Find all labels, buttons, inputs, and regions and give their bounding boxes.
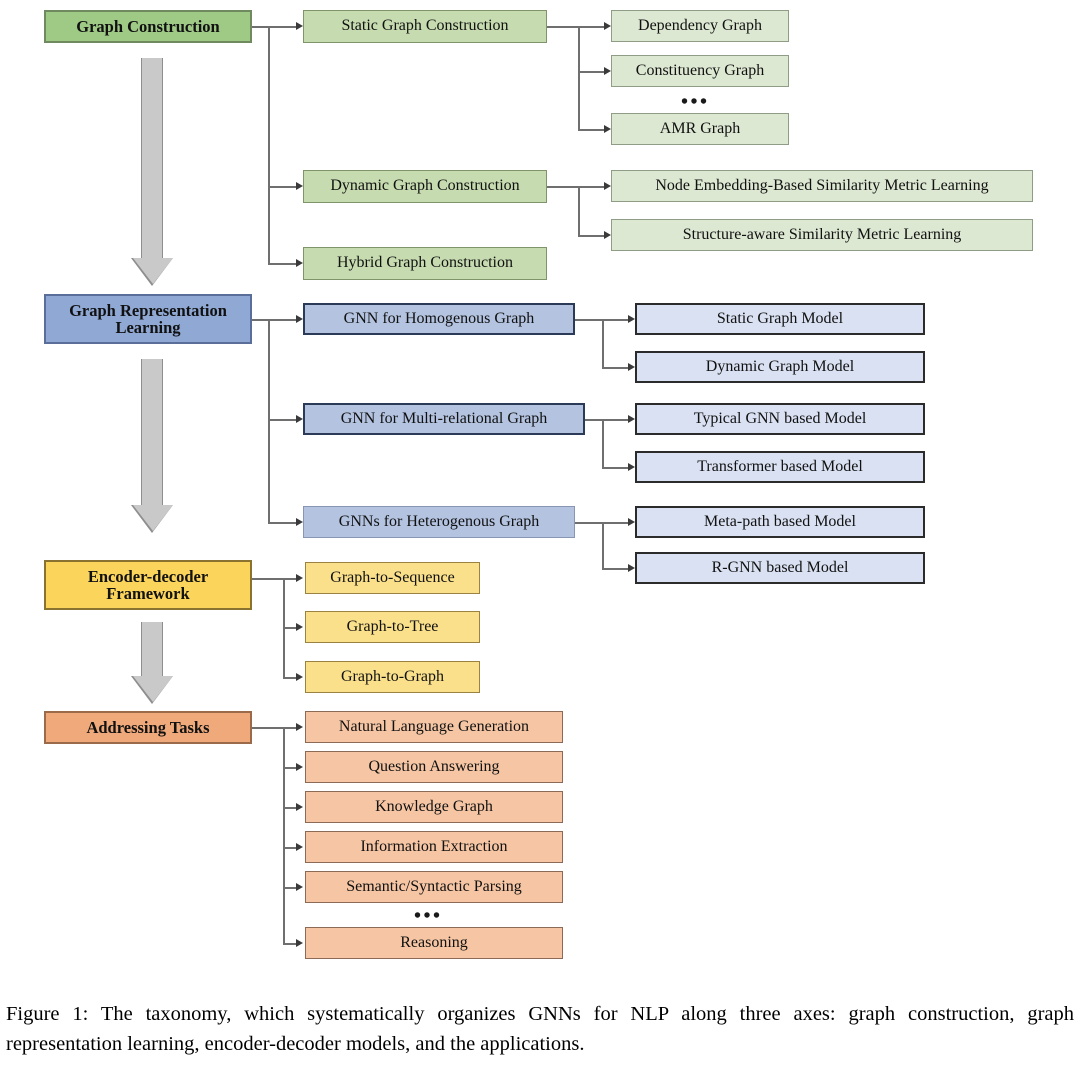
arrow-icon (296, 883, 303, 891)
connector (283, 847, 298, 849)
connector (283, 677, 298, 679)
connector (268, 319, 298, 321)
node-node-embedding-similarity[interactable]: Node Embedding-Based Similarity Metric L… (611, 170, 1033, 202)
node-typical-gnn-based-model[interactable]: Typical GNN based Model (635, 403, 925, 435)
connector (602, 319, 604, 367)
connector (578, 186, 580, 235)
arrow-icon (296, 22, 303, 30)
connector (575, 319, 603, 321)
connector (578, 235, 606, 237)
node-graph-to-graph[interactable]: Graph-to-Graph (305, 661, 480, 693)
arrow-icon (296, 259, 303, 267)
connector (578, 186, 606, 188)
connector (283, 578, 298, 580)
arrow-icon (296, 939, 303, 947)
connector (283, 767, 298, 769)
connector (578, 26, 606, 28)
node-gnns-heterogenous-graph[interactable]: GNNs for Heterogenous Graph (303, 506, 575, 538)
connector (283, 627, 298, 629)
node-dynamic-graph-model[interactable]: Dynamic Graph Model (635, 351, 925, 383)
arrow-icon (296, 415, 303, 423)
connector (602, 419, 630, 421)
connector (268, 26, 298, 28)
arrow-icon (628, 564, 635, 572)
connector (268, 186, 298, 188)
node-r-gnn-based-model[interactable]: R-GNN based Model (635, 552, 925, 584)
connector (602, 522, 630, 524)
connector (283, 943, 298, 945)
arrow-icon (628, 363, 635, 371)
node-knowledge-graph[interactable]: Knowledge Graph (305, 791, 563, 823)
connector (252, 727, 284, 729)
connector (602, 568, 630, 570)
arrow-icon (296, 803, 303, 811)
node-hybrid-graph-construction[interactable]: Hybrid Graph Construction (303, 247, 547, 280)
node-meta-path-based-model[interactable]: Meta-path based Model (635, 506, 925, 538)
node-constituency-graph[interactable]: Constituency Graph (611, 55, 789, 87)
node-structure-aware-similarity[interactable]: Structure-aware Similarity Metric Learni… (611, 219, 1033, 251)
arrow-icon (604, 182, 611, 190)
connector (602, 467, 630, 469)
node-graph-to-tree[interactable]: Graph-to-Tree (305, 611, 480, 643)
node-natural-language-generation[interactable]: Natural Language Generation (305, 711, 563, 743)
connector (268, 263, 298, 265)
arrow-icon (604, 125, 611, 133)
stage-addressing-tasks-title[interactable]: Addressing Tasks (44, 711, 252, 744)
connector (252, 578, 284, 580)
connector (283, 807, 298, 809)
ellipsis-addressing-tasks: ••• (414, 905, 443, 927)
arrow-icon (296, 673, 303, 681)
connector (602, 522, 604, 568)
connector (578, 129, 606, 131)
stage-graph-construction-title[interactable]: Graph Construction (44, 10, 252, 43)
arrow-icon (628, 463, 635, 471)
node-question-answering[interactable]: Question Answering (305, 751, 563, 783)
node-reasoning[interactable]: Reasoning (305, 927, 563, 959)
arrow-icon (296, 723, 303, 731)
node-dependency-graph[interactable]: Dependency Graph (611, 10, 789, 42)
stage-graph-representation-learning-title[interactable]: Graph Representation Learning (44, 294, 252, 344)
node-transformer-based-model[interactable]: Transformer based Model (635, 451, 925, 483)
node-graph-to-sequence[interactable]: Graph-to-Sequence (305, 562, 480, 594)
arrow-icon (604, 231, 611, 239)
connector (268, 522, 298, 524)
arrow-icon (604, 67, 611, 75)
connector (547, 186, 579, 188)
connector (547, 26, 579, 28)
node-static-graph-construction[interactable]: Static Graph Construction (303, 10, 547, 43)
arrow-icon (628, 315, 635, 323)
arrow-icon (628, 518, 635, 526)
arrow-icon (296, 623, 303, 631)
connector (268, 26, 270, 263)
arrow-icon (296, 315, 303, 323)
node-gnn-homogenous-graph[interactable]: GNN for Homogenous Graph (303, 303, 575, 335)
connector (575, 522, 603, 524)
connector (578, 26, 580, 129)
connector (283, 887, 298, 889)
arrow-icon (628, 415, 635, 423)
arrow-icon (604, 22, 611, 30)
node-dynamic-graph-construction[interactable]: Dynamic Graph Construction (303, 170, 547, 203)
connector (268, 419, 298, 421)
node-amr-graph[interactable]: AMR Graph (611, 113, 789, 145)
arrow-icon (296, 182, 303, 190)
connector (602, 319, 630, 321)
arrow-icon (296, 518, 303, 526)
node-semantic-syntactic-parsing[interactable]: Semantic/Syntactic Parsing (305, 871, 563, 903)
connector (283, 727, 285, 943)
node-gnn-multi-relational-graph[interactable]: GNN for Multi-relational Graph (303, 403, 585, 435)
connector (585, 419, 603, 421)
connector (578, 71, 606, 73)
node-information-extraction[interactable]: Information Extraction (305, 831, 563, 863)
connector (283, 727, 298, 729)
ellipsis-static-graph: ••• (681, 91, 710, 113)
arrow-icon (296, 763, 303, 771)
stage-encoder-decoder-framework-title[interactable]: Encoder-decoder Framework (44, 560, 252, 610)
node-static-graph-model[interactable]: Static Graph Model (635, 303, 925, 335)
connector (602, 367, 630, 369)
connector (602, 419, 604, 467)
figure-caption: Figure 1: The taxonomy, which systematic… (6, 1003, 1074, 1055)
arrow-icon (296, 843, 303, 851)
arrow-icon (296, 574, 303, 582)
